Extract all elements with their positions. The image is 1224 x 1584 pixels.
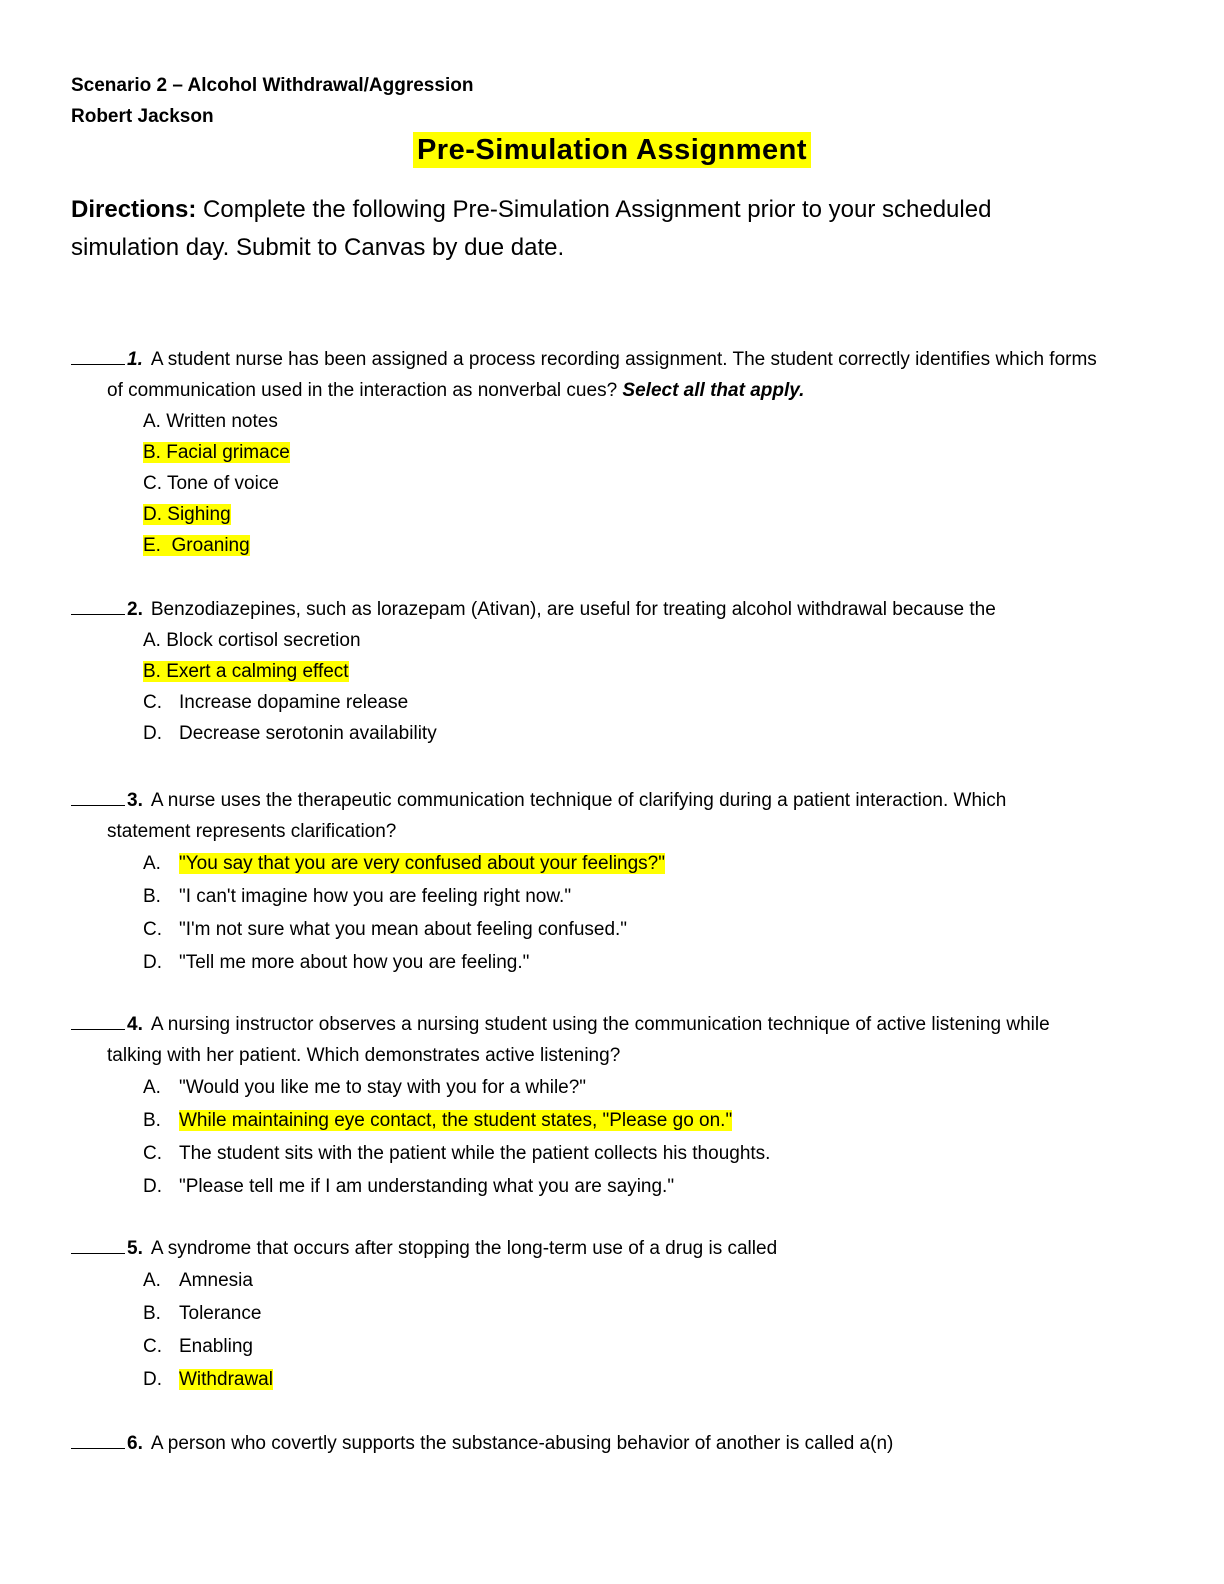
question-3: 3. A nurse uses the therapeutic communica… bbox=[71, 785, 1146, 979]
option-letter: C. bbox=[143, 919, 162, 940]
option-c: Increase dopamine release bbox=[179, 692, 409, 713]
question-number: 3. bbox=[127, 790, 143, 811]
option-letter: A. bbox=[143, 411, 161, 432]
question-number: 4. bbox=[127, 1014, 143, 1035]
option-text: Facial grimace bbox=[166, 442, 290, 463]
question-2: 2. Benzodiazepines, such as lorazepam (At… bbox=[71, 594, 1146, 749]
option-letter: A. bbox=[143, 630, 161, 651]
question-stem: A syndrome that occurs after stopping th… bbox=[150, 1238, 778, 1259]
option-letter: D. bbox=[143, 952, 162, 973]
option-letter: D. bbox=[143, 723, 162, 744]
question-number: 5. bbox=[127, 1238, 143, 1259]
option-letter: A. bbox=[143, 1077, 161, 1098]
option-d: D. Sighing bbox=[143, 504, 231, 525]
option-c: The student sits with the patient while … bbox=[179, 1143, 771, 1164]
question-6: 6. A person who covertly supports the sub… bbox=[71, 1428, 1146, 1459]
answer-blank[interactable] bbox=[71, 1430, 125, 1449]
option-letter: B. bbox=[143, 1303, 161, 1324]
question-stem: A person who covertly supports the subst… bbox=[150, 1433, 894, 1454]
option-text: Exert a calming effect bbox=[166, 661, 349, 682]
option-letter: C. bbox=[143, 1336, 162, 1357]
patient-name: Robert Jackson bbox=[71, 106, 214, 127]
question-number: 2. bbox=[127, 599, 143, 620]
option-text: Sighing bbox=[167, 504, 231, 525]
question-5: 5. A syndrome that occurs after stopping … bbox=[71, 1233, 1146, 1396]
question-stem-cont: of communication used in the interaction… bbox=[107, 380, 618, 401]
directions-label: Directions: bbox=[71, 196, 197, 223]
option-b: Tolerance bbox=[179, 1303, 262, 1324]
option-text: Written notes bbox=[166, 411, 278, 432]
option-letter: B. bbox=[143, 661, 161, 682]
question-stem: A nursing instructor observes a nursing … bbox=[150, 1014, 1050, 1035]
option-a: A. Written notes bbox=[143, 411, 278, 432]
answer-blank[interactable] bbox=[71, 1011, 125, 1030]
option-letter: C. bbox=[143, 692, 162, 713]
title-wrap: Pre-Simulation Assignment bbox=[0, 132, 1224, 168]
answer-blank[interactable] bbox=[71, 346, 125, 365]
option-c: Enabling bbox=[179, 1336, 253, 1357]
question-stem: A nurse uses the therapeutic communicati… bbox=[150, 790, 1007, 811]
option-b: B. Exert a calming effect bbox=[143, 661, 349, 682]
answer-blank[interactable] bbox=[71, 787, 125, 806]
option-letter: D. bbox=[143, 504, 162, 525]
option-a: Amnesia bbox=[179, 1270, 253, 1291]
directions-text: Complete the following Pre-Simulation As… bbox=[71, 196, 992, 261]
question-stem-cont: statement represents clarification? bbox=[107, 821, 397, 842]
answer-blank[interactable] bbox=[71, 596, 125, 615]
option-text: Tone of voice bbox=[166, 473, 279, 494]
question-1: 1. A student nurse has been assigned a pr… bbox=[71, 344, 1146, 561]
option-d: "Please tell me if I am understanding wh… bbox=[179, 1176, 675, 1197]
option-text: Block cortisol secretion bbox=[166, 630, 361, 651]
option-letter: C. bbox=[143, 1143, 162, 1164]
question-stem-cont: talking with her patient. Which demonstr… bbox=[107, 1045, 621, 1066]
option-letter: B. bbox=[143, 886, 161, 907]
option-a: A. Block cortisol secretion bbox=[143, 630, 361, 651]
option-d: Decrease serotonin availability bbox=[179, 723, 437, 744]
option-letter: B. bbox=[143, 1110, 161, 1131]
option-letter: E. bbox=[143, 535, 161, 556]
option-e: E. Groaning bbox=[143, 535, 250, 556]
option-b: B. Facial grimace bbox=[143, 442, 290, 463]
option-a: "You say that you are very confused abou… bbox=[179, 853, 665, 874]
scenario-heading: Scenario 2 – Alcohol Withdrawal/Aggressi… bbox=[71, 75, 474, 96]
option-b: "I can't imagine how you are feeling rig… bbox=[179, 886, 572, 907]
question-4: 4. A nursing instructor observes a nursin… bbox=[71, 1009, 1146, 1203]
option-c: C. Tone of voice bbox=[143, 473, 279, 494]
option-b: While maintaining eye contact, the stude… bbox=[179, 1110, 733, 1131]
option-letter: A. bbox=[143, 853, 161, 874]
question-number: 1. bbox=[127, 349, 143, 370]
option-letter: B. bbox=[143, 442, 161, 463]
option-c: "I'm not sure what you mean about feelin… bbox=[179, 919, 628, 940]
option-letter: C. bbox=[143, 473, 162, 494]
option-letter: D. bbox=[143, 1369, 162, 1390]
option-d: Withdrawal bbox=[179, 1369, 273, 1390]
option-letter: A. bbox=[143, 1270, 161, 1291]
answer-blank[interactable] bbox=[71, 1235, 125, 1254]
question-stem: Benzodiazepines, such as lorazepam (Ativ… bbox=[150, 599, 996, 620]
question-number: 6. bbox=[127, 1433, 143, 1454]
option-d: "Tell me more about how you are feeling.… bbox=[179, 952, 530, 973]
question-stem: A student nurse has been assigned a proc… bbox=[150, 349, 1097, 370]
select-all-note: Select all that apply. bbox=[622, 380, 805, 401]
option-a: "Would you like me to stay with you for … bbox=[179, 1077, 587, 1098]
directions: Directions: Complete the following Pre-S… bbox=[71, 191, 1081, 267]
page-title: Pre-Simulation Assignment bbox=[412, 132, 812, 168]
option-letter: D. bbox=[143, 1176, 162, 1197]
option-text: Groaning bbox=[171, 535, 250, 556]
